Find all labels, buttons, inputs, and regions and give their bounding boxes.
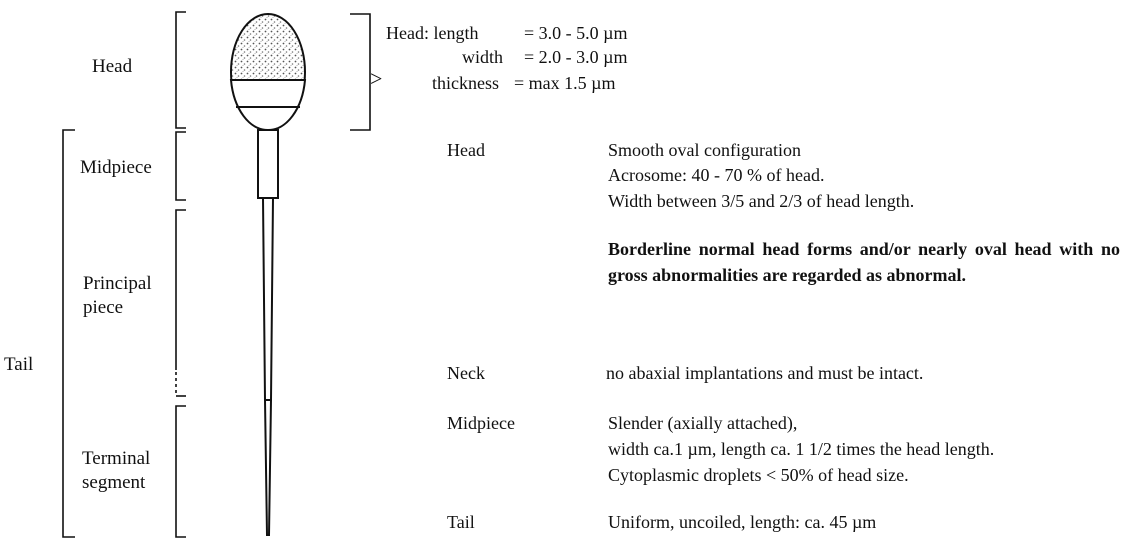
- head-borderline-note: Borderline normal head forms and/or near…: [608, 236, 1120, 288]
- terminal-segment-bracket: [176, 406, 186, 537]
- principal-piece-bracket: [176, 210, 186, 396]
- label-head: Head: [92, 56, 132, 78]
- head-bracket: [176, 12, 186, 128]
- midpiece-bracket: [176, 132, 186, 200]
- sperm-cell: [231, 14, 305, 535]
- term-tail: Tail: [447, 510, 475, 534]
- sperm-midpiece: [258, 130, 278, 198]
- head-line-1: Smooth oval configuration: [608, 138, 801, 162]
- dim-prefix: Head:: [386, 23, 429, 43]
- term-neck: Neck: [447, 361, 485, 385]
- label-tail: Tail: [4, 354, 33, 376]
- midpiece-line-2: width ca.1 µm, length ca. 1 1/2 times th…: [608, 437, 994, 461]
- dim-length-row: Head: length = 3.0 - 5.0 µm: [386, 22, 478, 44]
- dim-width-row: width = 2.0 - 3.0 µm: [462, 46, 503, 68]
- head-line-3: Width between 3/5 and 2/3 of head length…: [608, 189, 914, 213]
- dim-name-length: length: [433, 23, 478, 43]
- dim-thickness-row: thickness = max 1.5 µm: [432, 72, 499, 94]
- midpiece-line-1: Slender (axially attached),: [608, 411, 797, 435]
- sperm-terminal-piece: [265, 400, 271, 535]
- label-principal: Principal: [83, 273, 152, 295]
- dim-name-thickness: thickness: [432, 73, 499, 93]
- tail-bracket: [63, 130, 75, 537]
- term-midpiece: Midpiece: [447, 411, 515, 435]
- dim-value-thickness: = max 1.5 µm: [514, 72, 616, 94]
- sperm-principal-piece: [263, 198, 273, 400]
- label-segment: segment: [82, 472, 145, 494]
- head-dimension-bracket: [350, 14, 370, 130]
- bracket-arrow: >: [370, 66, 382, 91]
- dim-value-length: = 3.0 - 5.0 µm: [524, 22, 628, 44]
- term-head: Head: [447, 138, 485, 162]
- label-terminal: Terminal: [82, 448, 150, 470]
- dim-name-width: width: [462, 47, 503, 67]
- sperm-head: [231, 14, 305, 130]
- midpiece-line-3: Cytoplasmic droplets < 50% of head size.: [608, 463, 909, 487]
- tail-line-1: Uniform, uncoiled, length: ca. 45 µm: [608, 510, 876, 534]
- dim-value-width: = 2.0 - 3.0 µm: [524, 46, 628, 68]
- neck-line-1: no abaxial implantations and must be int…: [606, 361, 923, 385]
- head-line-2: Acrosome: 40 - 70 % of head.: [608, 163, 824, 187]
- label-piece: piece: [83, 297, 123, 319]
- label-midpiece: Midpiece: [80, 157, 152, 179]
